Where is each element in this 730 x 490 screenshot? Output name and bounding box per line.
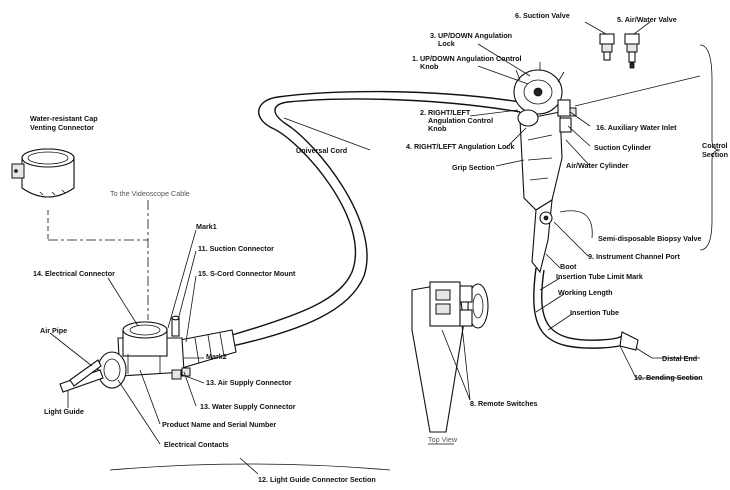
label-insertion-limit: Insertion Tube Limit Mark (556, 272, 643, 281)
label-water-cap-2: Venting Connector (30, 123, 94, 132)
universal-cord (227, 90, 521, 348)
label-rightleft-lock: 4. RIGHT/LEFT Angulation Lock (406, 142, 514, 151)
label-biopsy-valve: Semi-disposable Biopsy Valve (598, 234, 701, 243)
label-rightleft-knob-2: Angulation Control (428, 116, 493, 125)
labels: 6. Suction Valve 5. Air/Water Valve 3. U… (30, 11, 728, 484)
label-updown-knob: 1. UP/DOWN Angulation Control (412, 54, 522, 63)
label-suction-valve: 6. Suction Valve (515, 11, 570, 20)
label-distal-end: Distal End (662, 354, 697, 363)
water-resistant-cap (11, 148, 75, 198)
label-electrical-contacts: Electrical Contacts (164, 440, 229, 449)
label-control-section: Control (702, 141, 728, 150)
label-remote-switches: 8. Remote Switches (470, 399, 538, 408)
label-to-videoscope: To the Videoscope Cable (110, 189, 190, 198)
label-light-guide-section: 12. Light Guide Connector Section (258, 475, 376, 484)
label-air-water-valve: 5. Air/Water Valve (617, 15, 677, 24)
label-air-supply: 13. Air Supply Connector (206, 378, 292, 387)
label-rightleft-knob: 2. RIGHT/LEFT (420, 108, 471, 117)
light-guide-section-brace (109, 463, 391, 471)
label-updown-lock: 3. UP/DOWN Angulation (430, 31, 512, 40)
label-insertion-tube: Insertion Tube (570, 308, 619, 317)
label-top-view: Top View (428, 435, 458, 444)
label-rightleft-knob-3: Knob (428, 124, 447, 133)
label-universal-cord: Universal Cord (296, 146, 347, 155)
control-section-bracket (699, 44, 721, 251)
label-mark1: Mark1 (196, 222, 217, 231)
label-mark2: Mark2 (206, 352, 227, 361)
label-air-pipe: Air Pipe (40, 326, 67, 335)
label-boot: Boot (560, 262, 577, 271)
label-updown-knob-2: Knob (420, 62, 439, 71)
control-section (513, 62, 639, 351)
label-suction-connector: 11. Suction Connector (198, 244, 274, 253)
label-auxiliary-water-inlet: 16. Auxiliary Water Inlet (596, 123, 677, 132)
label-suction-cylinder: Suction Cylinder (594, 143, 651, 152)
light-guide-connector (59, 315, 237, 393)
label-grip-section: Grip Section (452, 163, 495, 172)
top-view-grip (411, 281, 489, 433)
label-air-water-cylinder: Air/Water Cylinder (566, 161, 629, 170)
label-water-supply: 13. Water Supply Connector (200, 402, 296, 411)
suction-valve-part (599, 33, 615, 61)
label-bending-section: 10. Bending Section (634, 373, 703, 382)
label-control-section-2: Section (702, 150, 728, 159)
label-product-name: Product Name and Serial Number (162, 420, 276, 429)
label-electrical-connector: 14. Electrical Connector (33, 269, 115, 278)
label-instrument-port: 9. Instrument Channel Port (588, 252, 680, 261)
label-light-guide: Light Guide (44, 407, 84, 416)
leader-lines (49, 21, 701, 475)
label-updown-lock-2: Lock (438, 39, 455, 48)
label-water-cap: Water-resistant Cap (30, 114, 98, 123)
label-scord-mount: 15. S-Cord Connector Mount (198, 269, 296, 278)
label-working-length: Working Length (558, 288, 613, 297)
air-water-valve-part (624, 33, 640, 69)
